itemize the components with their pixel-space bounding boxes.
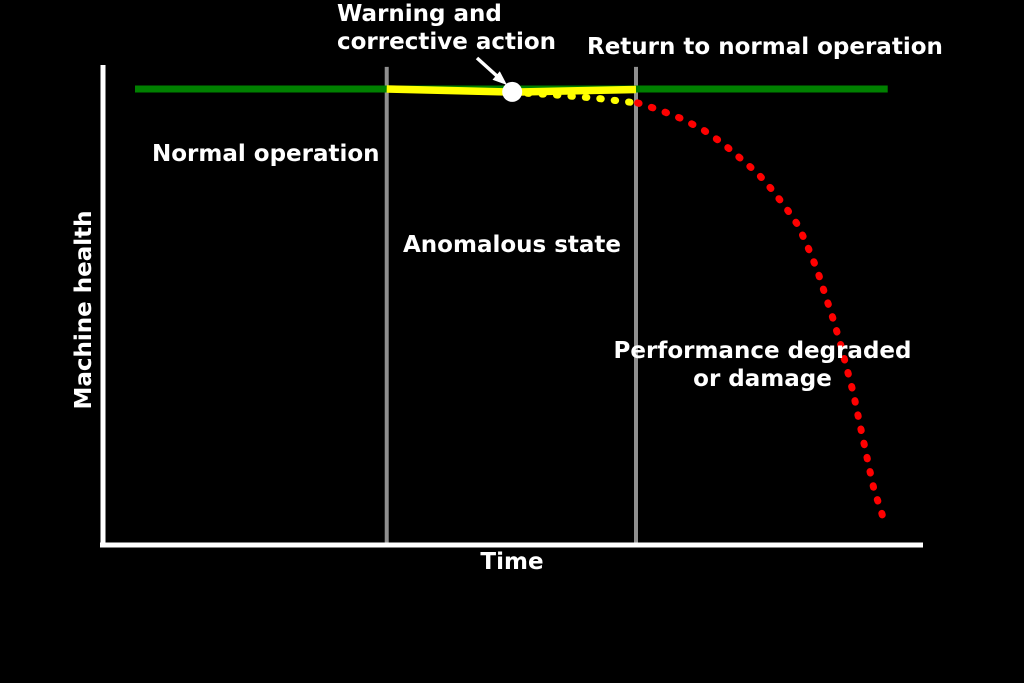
normal-operation-label: Normal operation — [152, 141, 380, 167]
warning-detection-point-dot — [502, 81, 523, 102]
y-axis-label: Machine health — [71, 210, 97, 410]
series-anomaly-trend-dotted — [509, 88, 640, 107]
performance-degraded-label: Performance degraded or damage — [613, 338, 912, 392]
callout-arrow-icon — [475, 56, 507, 85]
series-degradation-curve-dotted — [634, 99, 888, 524]
warning-callout-label: Warning and corrective action — [337, 1, 557, 55]
anomalous-state-label: Anomalous state — [403, 232, 622, 258]
x-axis-label: Time — [480, 549, 544, 575]
return-to-normal-label: Return to normal operation — [587, 34, 943, 60]
